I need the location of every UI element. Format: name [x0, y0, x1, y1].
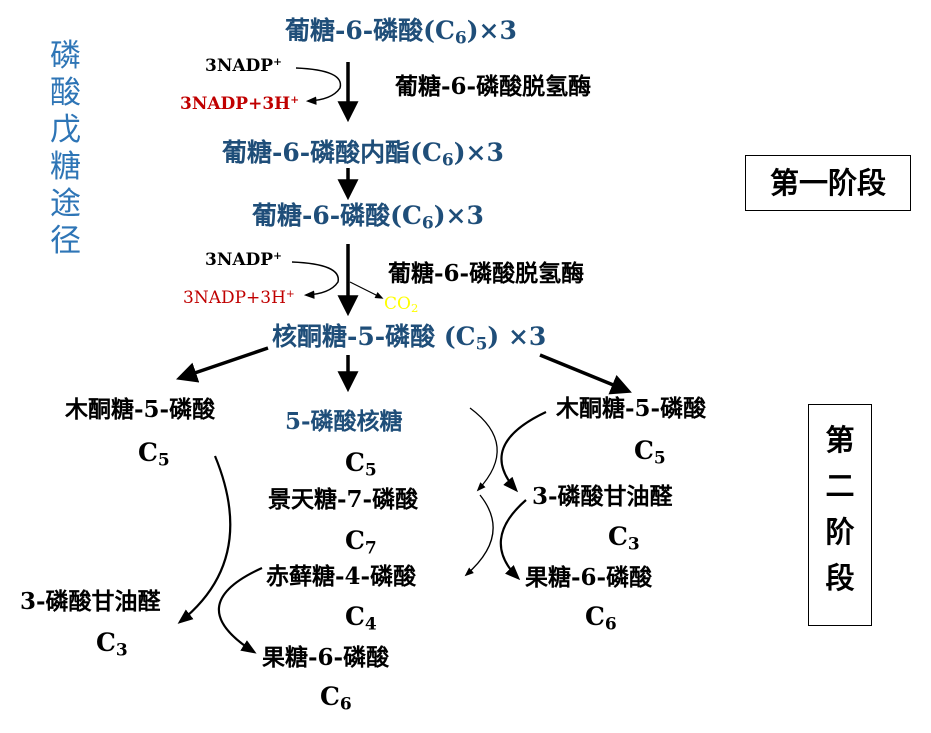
stage-one-box: 第一阶段 [745, 155, 911, 211]
transfer-curve-g3p-to-f6p [499, 499, 527, 581]
xu5p-right-carbon: C5 [634, 436, 666, 469]
side-title-char: 糖 [50, 149, 81, 185]
lactone-label: 葡糖-6-磷酸内酯(C6)×3 [222, 138, 504, 171]
r5p-carbon: C5 [345, 448, 377, 481]
side-title-pentose-phosphate-pathway: 磷 酸 戊 糖 途 径 [50, 38, 84, 260]
xu5p-left-carbon: C5 [138, 438, 170, 471]
arrow-to-xu5p-left [176, 346, 269, 383]
g3p-right-carbon: C3 [608, 522, 640, 555]
r5p-label: 5-磷酸核糖 [285, 408, 403, 435]
g3p-left-label: 3-磷酸甘油醛 [20, 588, 161, 615]
enzyme-label-2: 葡糖-6-磷酸脱氢酶 [388, 260, 585, 287]
side-title-char: 径 [50, 223, 81, 259]
stage-two-box: 第 二 阶 段 [808, 404, 872, 626]
transfer-curve-s7p-to-e4p [464, 494, 494, 577]
xu5p-left-label: 木酮糖-5-磷酸 [65, 396, 216, 423]
g6p-x3-mid-label: 葡糖-6-磷酸(C6)×3 [252, 201, 484, 234]
f6p-right-label: 果糖-6-磷酸 [525, 564, 653, 591]
xu5p-right-label: 木酮糖-5-磷酸 [556, 395, 707, 422]
nadph-label-1: 3NADP+3H+ [180, 94, 300, 114]
stage-two-char: 第 [825, 423, 855, 457]
stage-two-char: 阶 [825, 515, 855, 549]
nadp-curve-1 [295, 67, 342, 105]
f6p-bottom-carbon: C6 [320, 682, 352, 715]
f6p-right-carbon: C6 [585, 602, 617, 635]
f6p-bottom-label: 果糖-6-磷酸 [262, 644, 390, 671]
nadp-label-1: 3NADP+ [205, 56, 282, 76]
g3p-right-label: 3-磷酸甘油醛 [532, 483, 673, 510]
side-title-char: 戊 [50, 112, 81, 148]
co2-curve [349, 281, 384, 299]
nadp-curve-2 [291, 261, 339, 299]
stage-two-char: 二 [825, 469, 855, 503]
arrow-to-xu5p-right [539, 353, 632, 395]
e4p-carbon: C4 [345, 602, 377, 635]
g6p-x3-top-label: 葡糖-6-磷酸(C6)×3 [285, 16, 517, 49]
s7p-carbon: C7 [345, 526, 377, 559]
transfer-curve-r5p-to-s7p [469, 407, 498, 492]
transfer-curve-xu5p-to-g3p-left [177, 455, 232, 624]
nadp-label-2: 3NADP+ [205, 250, 282, 270]
side-title-char: 途 [50, 186, 81, 222]
ru5p-x3-label: 核酮糖-5-磷酸 (C5) ×3 [272, 322, 547, 355]
side-title-char: 磷 [50, 38, 81, 74]
g3p-left-carbon: C3 [96, 628, 128, 661]
transfer-curve-e4p-to-f6p [217, 566, 263, 654]
co2-label: CO2 [384, 294, 419, 315]
stage-two-char: 段 [825, 561, 855, 595]
transfer-curve-xu5p-to-g3p [500, 411, 547, 493]
s7p-label: 景天糖-7-磷酸 [268, 486, 419, 513]
e4p-label: 赤藓糖-4-磷酸 [266, 563, 417, 590]
side-title-char: 酸 [50, 75, 81, 111]
enzyme-label-1: 葡糖-6-磷酸脱氢酶 [395, 73, 592, 100]
nadph-label-2: 3NADP+3H+ [183, 288, 295, 308]
